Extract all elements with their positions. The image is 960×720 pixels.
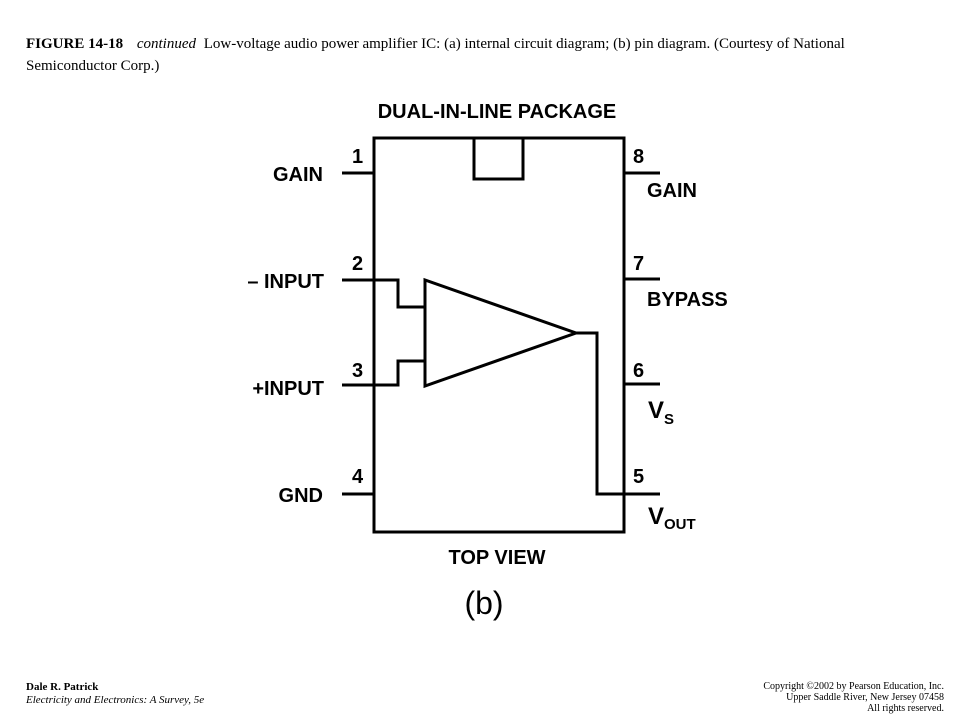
pin-6-number: 6 [633, 360, 644, 382]
pin-3-number: 3 [352, 360, 363, 382]
pin-5-number: 5 [633, 466, 644, 488]
footer-copyright-block: Copyright ©2002 by Pearson Education, In… [763, 681, 944, 714]
rights-line: All rights reserved. [867, 703, 944, 714]
caption-text: Low-voltage audio power amplifier IC: (a… [26, 36, 845, 74]
amplifier-triangle [423, 277, 581, 389]
pin-6-label: VS [648, 397, 674, 428]
author-name: Dale R. Patrick [26, 681, 99, 693]
pin-6-label-main: V [648, 397, 664, 424]
pin-8-number: 8 [633, 146, 644, 168]
copyright-line: Copyright ©2002 by Pearson Education, In… [763, 681, 944, 692]
pin-5-label-main: V [648, 503, 664, 530]
input-wire-2 [342, 278, 425, 309]
pin-5-label: VOUT [648, 503, 696, 533]
pin-6-label-subscript: S [664, 411, 674, 428]
pin-7-number: 7 [633, 253, 644, 275]
pin-3-label: +INPUT [252, 378, 324, 400]
pin-1-label: GAIN [273, 164, 323, 186]
package-notch [472, 138, 525, 181]
footer-author-block: Dale R. Patrick Electricity and Electron… [26, 681, 204, 707]
pin-4-label: GND [279, 485, 323, 507]
continued-label: continued [136, 36, 196, 52]
view-label: TOP VIEW [448, 547, 545, 569]
pin-7-label: BYPASS [647, 289, 728, 311]
pin-2-label: – INPUT [247, 271, 324, 293]
pin-4-number: 4 [352, 466, 364, 488]
package-title: DUAL-IN-LINE PACKAGE [378, 101, 617, 123]
pin-5-label-subscript: OUT [664, 516, 696, 533]
part-label: (b) [464, 585, 503, 621]
pin-8-label: GAIN [647, 180, 697, 202]
pin-2-number: 2 [352, 253, 363, 275]
book-title: Electricity and Electronics: A Survey, 5… [26, 694, 205, 706]
pin-1-number: 1 [352, 146, 363, 168]
figure-label: FIGURE 14-18 [26, 36, 124, 52]
input-wire-3 [342, 359, 425, 387]
address-line: Upper Saddle River, New Jersey 07458 [786, 692, 944, 703]
figure-caption: FIGURE 14-18 continued Low-voltage audio… [26, 33, 926, 77]
ic-package-body [372, 136, 626, 534]
output-wire [576, 331, 660, 496]
